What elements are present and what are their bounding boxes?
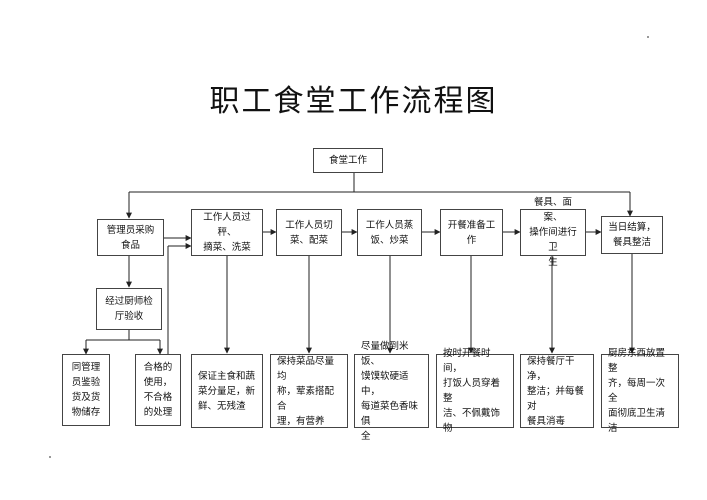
detail-settlement: 厨房东西放置整 齐，每周一次全 面彻底卫生清洁 (601, 348, 679, 434)
step-cook: 工作人员蒸 饭、炒菜 (357, 209, 422, 256)
detail-label: 保持餐厅干净， 整洁；并每餐对 餐具消毒 (527, 355, 585, 427)
step-weigh-wash: 工作人员过秤、 摘菜、洗菜 (191, 209, 263, 256)
inspection-label: 经过厨师检 厅验收 (105, 296, 153, 322)
detail-label: 按时开餐时间， 打饭人员穿着整 洁、不佩戴饰物 (443, 348, 501, 434)
detail-label: 尽量做到米饭、 馍馍软硬适中， 每道菜色香味俱 全 (361, 340, 419, 442)
handling-box: 合格的 使用， 不合格 的处理 (135, 354, 181, 426)
detail-hygiene: 保持餐厅干净， 整洁；并每餐对 餐具消毒 (520, 354, 594, 428)
detail-cook: 尽量做到米饭、 馍馍软硬适中， 每道菜色香味俱 全 (354, 341, 429, 442)
step-label: 工作人员过秤、 摘菜、洗菜 (203, 212, 251, 253)
detail-weigh-wash: 保证主食和蔬 菜分量足，新 鲜、无残渣 (191, 354, 263, 428)
storage-label: 同管理 员鉴验 货及货 物储存 (71, 362, 101, 418)
detail-label: 厨房东西放置整 齐，每周一次全 面彻底卫生清洁 (608, 348, 666, 434)
detail-prepare-serving: 按时开餐时间， 打饭人员穿着整 洁、不佩戴饰物 (436, 348, 514, 434)
step-label: 管理员采购 食品 (106, 224, 155, 251)
step-settlement: 当日结算， 餐具整洁 (601, 216, 663, 254)
step-procurement: 管理员采购 食品 (97, 219, 164, 256)
handling-label: 合格的 使用， 不合格 的处理 (143, 362, 173, 418)
page-title: 职工食堂工作流程图 (209, 84, 498, 119)
step-label: 餐具、面案、 操作间进行卫 生 (529, 197, 577, 268)
step-hygiene: 餐具、面案、 操作间进行卫 生 (520, 197, 586, 268)
step-label: 工作人员蒸 饭、炒菜 (365, 219, 414, 246)
detail-cut: 保持菜品尽量均 称，荤素搭配合 理，有营养 (270, 354, 348, 428)
storage-box: 同管理 员鉴验 货及货 物储存 (62, 354, 110, 426)
inspection-box: 经过厨师检 厅验收 (96, 288, 162, 330)
step-prepare-serving: 开餐准备工 作 (440, 209, 503, 256)
step-label: 开餐准备工 作 (447, 219, 496, 246)
step-label: 当日结算， 餐具整洁 (608, 222, 656, 248)
detail-label: 保证主食和蔬 菜分量足，新 鲜、无残渣 (198, 370, 256, 412)
root-box: 食堂工作 (313, 148, 383, 173)
scan-speck (49, 456, 51, 458)
detail-label: 保持菜品尽量均 称，荤素搭配合 理，有营养 (277, 355, 335, 427)
scan-speck (647, 36, 649, 38)
step-cut: 工作人员切 菜、配菜 (276, 209, 342, 256)
step-label: 工作人员切 菜、配菜 (285, 219, 333, 246)
root-label: 食堂工作 (328, 155, 367, 166)
